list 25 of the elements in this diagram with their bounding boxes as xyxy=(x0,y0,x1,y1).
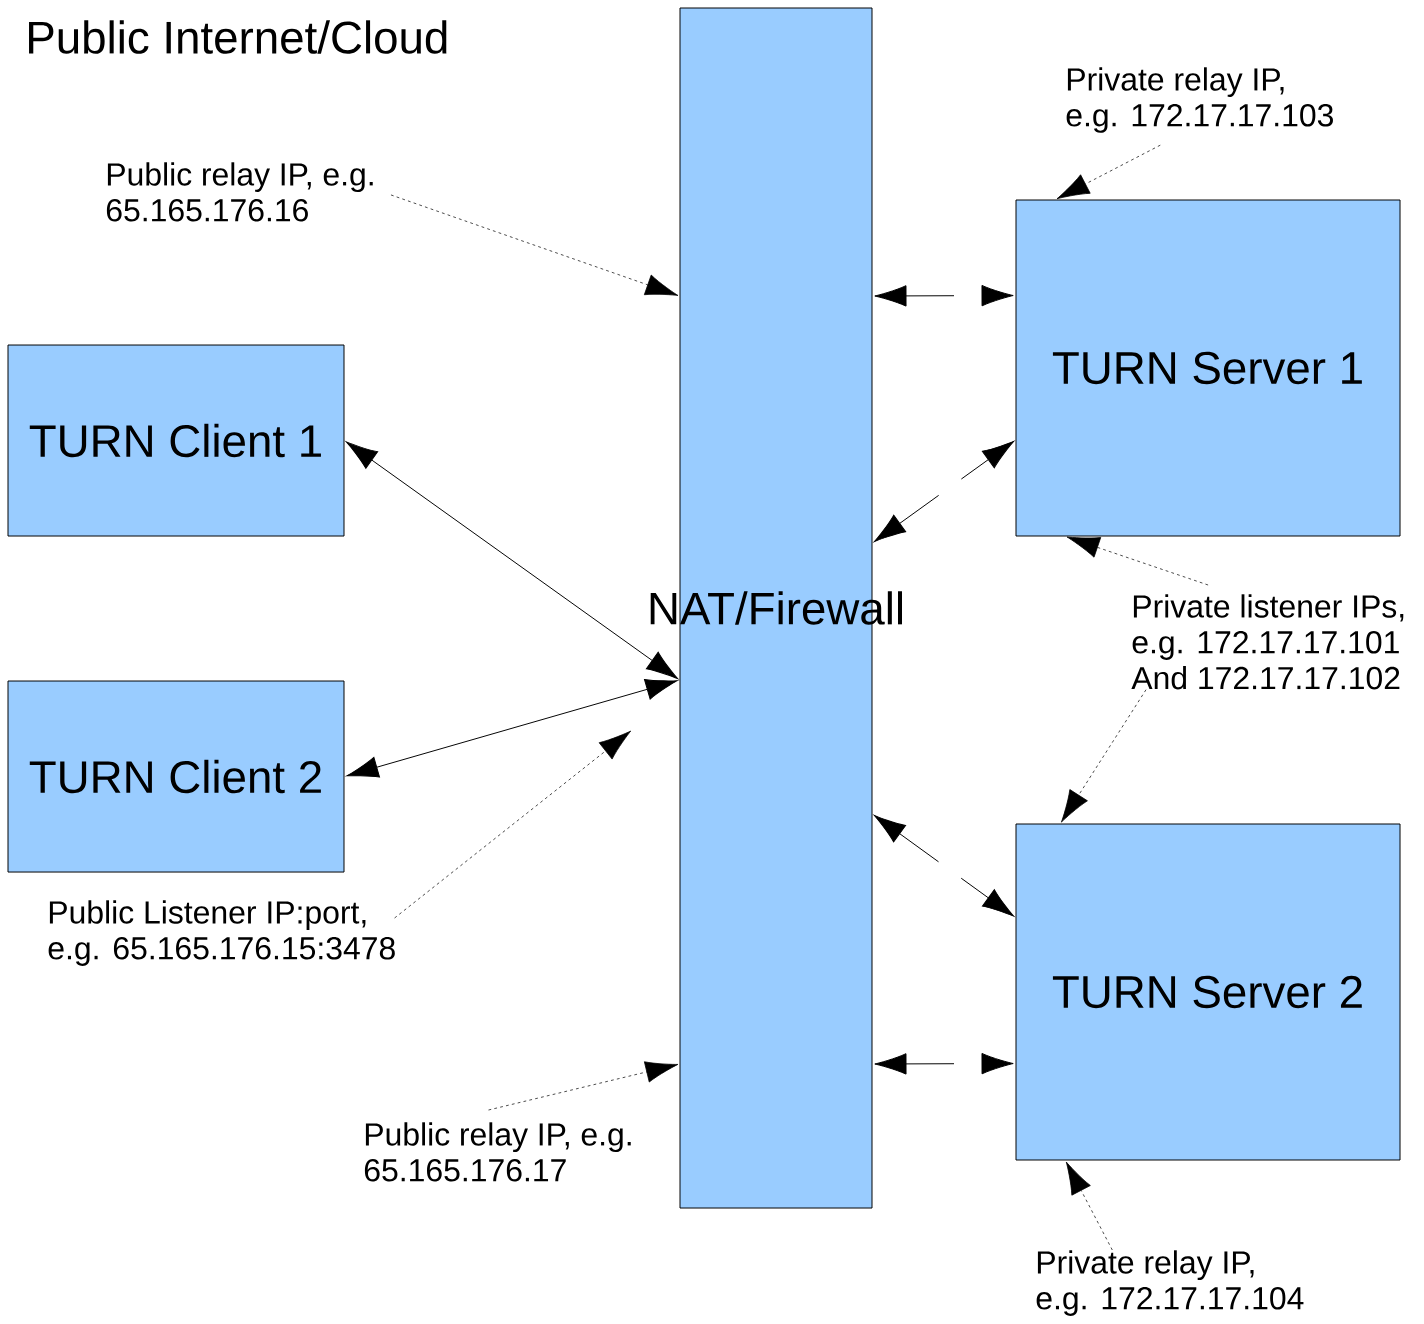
annotation-text: Private listener IPs, e.g. 172.17.17.101 And 172.17.17.102 xyxy=(1131,594,1404,690)
title: Public Internet/Cloud xyxy=(29,20,447,54)
leader-line xyxy=(488,1061,679,1111)
annotation-text: Private relay IP, e.g. 172.17.17.104 xyxy=(1036,1250,1304,1316)
server-box: TURN Server 1 xyxy=(1015,199,1401,537)
client-box: TURN Client 1 xyxy=(7,344,345,537)
annotation-text: Private relay IP, e.g. 172.17.17.103 xyxy=(1066,67,1333,133)
arrow xyxy=(346,679,678,778)
leader-line xyxy=(1065,1161,1113,1251)
server-box: TURN Server 2 xyxy=(1015,823,1401,1161)
leader-line xyxy=(1066,536,1209,586)
arrow xyxy=(874,1052,1014,1075)
arrow xyxy=(873,440,1015,543)
arrow xyxy=(345,441,679,680)
annotation-text: Public Listener IP:port, e.g. 65.165.176.15:3478 xyxy=(48,900,395,966)
leader-line xyxy=(1061,689,1147,823)
annotation-text: Public relay IP, e.g. 65.165.176.17 xyxy=(364,1122,631,1182)
annotation-text: Public relay IP, e.g. 65.165.176.16 xyxy=(106,162,373,222)
arrow xyxy=(874,284,1014,307)
leader-line xyxy=(1056,144,1161,200)
firewall-band: NAT/Firewall xyxy=(650,7,902,1209)
leader-line xyxy=(394,730,632,919)
client-box: TURN Client 2 xyxy=(7,680,345,873)
arrow xyxy=(873,814,1015,917)
leader-line xyxy=(390,194,679,296)
